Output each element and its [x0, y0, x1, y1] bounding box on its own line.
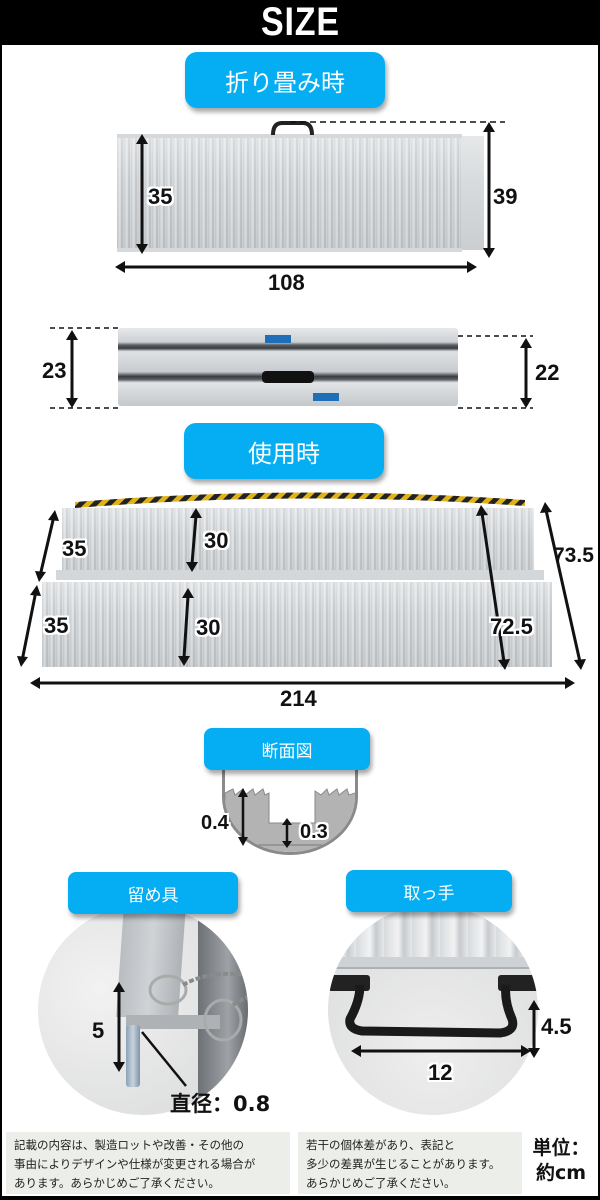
arrow-vertical-23 — [66, 330, 78, 408]
ramp-lower-panel — [42, 582, 552, 667]
section-label-fastener: 留め具 — [68, 872, 238, 914]
arrow-thickness-0-4 — [238, 788, 248, 846]
section-label-in-use: 使用時 — [184, 423, 384, 479]
label-sticker — [313, 393, 339, 401]
note-left-line-3: あります。あらかじめご了承ください。 — [14, 1176, 220, 1190]
dim-length-214: 214 — [280, 686, 317, 711]
side-handle-icon — [262, 371, 314, 383]
disclaimer-note-right: 若干の個体差があり、表記と 多少の差異が生じることがあります。 あらかじめご了承… — [298, 1132, 522, 1194]
arrow-diagonal-35-lower — [17, 585, 41, 667]
dim-side-left: 23 — [42, 358, 67, 383]
handle-photo — [328, 905, 538, 1115]
dim-pin-length: 5 — [92, 1018, 105, 1043]
arrow-handle-width-12 — [351, 1045, 531, 1057]
folded-ramp-end — [462, 136, 484, 250]
dim-upper-panel: 35 — [62, 536, 87, 561]
note-right-line-1: 若干の個体差があり、表記と — [306, 1138, 456, 1152]
ramp-upper-panel — [62, 508, 534, 580]
arrow-handle-height-4-5 — [528, 1000, 540, 1058]
pin-image — [126, 1025, 140, 1087]
rail-edge-image — [328, 957, 538, 969]
arrow-inner-30-upper — [186, 508, 202, 572]
arrow-inner-72-5 — [476, 505, 510, 670]
disclaimer-note-left: 記載の内容は、製造ロットや改善・その他の 事由によりデザインや仕様が変更される場… — [6, 1132, 290, 1194]
arrow-inner-30-lower — [178, 588, 194, 666]
note-left-line-1: 記載の内容は、製造ロットや改善・その他の — [14, 1138, 244, 1152]
dashed-guide-left — [50, 327, 120, 409]
arrow-thickness-0-3 — [282, 818, 292, 848]
chain-ring-icon — [148, 971, 248, 1042]
ramp-surface-image — [328, 905, 538, 957]
dashed-guide — [290, 121, 505, 123]
arrow-diagonal-35-upper — [35, 510, 59, 582]
arrow-horizontal-214 — [30, 677, 575, 689]
dim-folded-length: 108 — [268, 270, 305, 295]
profile-shape — [225, 788, 355, 852]
arrow-vertical-35 — [136, 134, 148, 254]
dim-folded-inner-height: 35 — [148, 184, 173, 209]
dim-lower-panel: 35 — [44, 613, 69, 638]
center-rail — [56, 570, 544, 580]
dim-pin-diameter: 直径：0.8 — [170, 1092, 271, 1116]
arrow-pin-length-5 — [113, 982, 125, 1072]
header-bar: SIZE — [0, 0, 600, 45]
arrow-outer-73-5 — [540, 502, 586, 670]
dim-lower-inner: 30 — [196, 615, 221, 640]
dim-handle-height: 4.5 — [541, 1014, 572, 1039]
dim-upper-inner: 30 — [204, 528, 229, 553]
unit-label: 単位： 約cm — [526, 1136, 596, 1186]
dim-side-right: 22 — [535, 360, 560, 385]
page-title: SIZE — [260, 0, 340, 44]
folded-ramp-image — [117, 134, 462, 252]
note-left-line-2: 事由によりデザインや仕様が変更される場合が — [14, 1157, 256, 1171]
dim-inner-total: 72.5 — [490, 614, 533, 639]
dim-outer-total: 73.5 — [553, 544, 594, 567]
bracket-image — [126, 1015, 220, 1029]
note-right-line-3: あらかじめご了承ください。 — [306, 1176, 456, 1190]
arrow-vertical-22 — [520, 338, 532, 408]
note-right-line-2: 多少の差異が生じることがあります。 — [306, 1157, 501, 1171]
dim-handle-width: 12 — [428, 1060, 453, 1085]
unit-line-2: 約cm — [535, 1162, 587, 1184]
arrow-vertical-39 — [483, 122, 495, 258]
arrow-horizontal-108 — [115, 261, 477, 273]
dim-cross-total: 0.4 — [201, 812, 229, 834]
handle-grip-icon — [345, 984, 518, 1038]
carry-handle-icon — [271, 121, 314, 136]
fastener-photo — [38, 905, 248, 1115]
section-label-cross-section: 断面図 — [204, 728, 370, 770]
dashed-guide-right — [458, 335, 533, 409]
dim-folded-outer-height: 39 — [493, 184, 518, 209]
section-label-folded: 折り畳み時 — [185, 52, 385, 108]
hazard-stripe — [75, 492, 525, 508]
unit-line-1: 単位： — [532, 1137, 590, 1159]
dim-cross-base: 0.3 — [300, 821, 328, 843]
leader-line-diameter — [141, 1031, 187, 1087]
label-sticker — [265, 335, 291, 343]
section-label-handle: 取っ手 — [346, 870, 512, 912]
